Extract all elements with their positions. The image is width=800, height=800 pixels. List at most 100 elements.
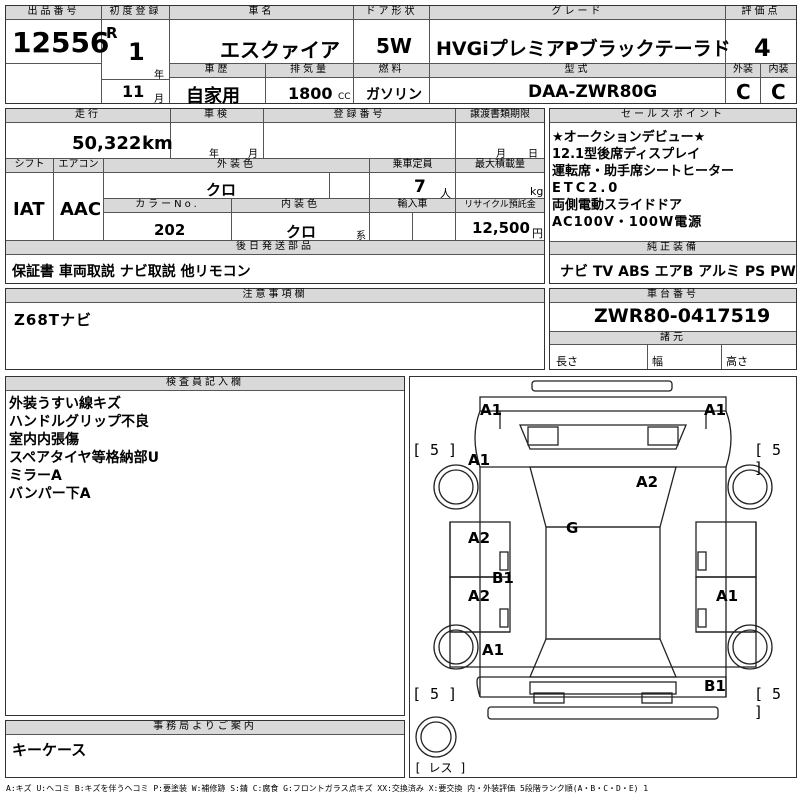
grade-header: グレード [430, 6, 726, 20]
notes-header: 注意事項欄 [6, 289, 544, 303]
yen-unit: 円 [532, 227, 543, 240]
deadline-month: 月 [496, 149, 506, 160]
history: 自家用 [186, 86, 240, 107]
tire-mark: [ 5 ] [412, 441, 458, 459]
deadline-day: 日 [528, 149, 538, 160]
tire-mark: [ 5 ] [754, 441, 782, 477]
score-header: 評価点 [726, 6, 796, 20]
lot-no-header: 出品番号 [6, 6, 102, 20]
color-no: 202 [154, 221, 186, 239]
damage-diagram: A1 A1 A1 A2 G A2 B1 A2 A1 A1 B1 [ 5 ] [ … [409, 376, 797, 778]
deadline-header: 譲渡書類期限 [456, 109, 544, 123]
tire-mark: [ 5 ] [754, 685, 782, 721]
inspection-header: 車検 [171, 109, 264, 123]
lot-no: 12556 [12, 26, 110, 59]
office-header: 事務局よりご案内 [6, 721, 404, 735]
selling-points-list: ★オークションデビュー★ 12.1型後席ディスプレイ 運転席・助手席シートヒータ… [552, 129, 796, 231]
door-header: ドア形状 [354, 6, 430, 20]
inspector-note: 室内内張傷 [9, 432, 79, 448]
selling-point: 運転席・助手席シートヒーター [552, 164, 735, 179]
later-items-header: 後日発送部品 [6, 241, 544, 255]
era: R [106, 24, 118, 42]
capacity: 7 [414, 177, 426, 197]
recycle-header: リサイクル預託金 [456, 199, 544, 213]
aircon-header: エアコン [54, 159, 104, 173]
damage-code: A1 [716, 587, 739, 605]
ext-color: クロ [206, 181, 237, 199]
inspector-note: バンパー下A [9, 486, 91, 502]
damage-code: A1 [482, 641, 505, 659]
exterior-header: 外装 [726, 64, 761, 78]
selling-point: 12.1型後席ディスプレイ [552, 147, 701, 162]
notes-block: 注意事項欄 Z68Tナビ [5, 288, 545, 370]
score: 4 [754, 34, 771, 62]
int-color-header: 内装色 [232, 199, 370, 213]
reg-year: 1 [128, 38, 145, 66]
tire-mark: [ 5 ] [412, 685, 458, 703]
inspector-header: 検査員記入欄 [6, 377, 404, 391]
detail-block: 走行 50,322 km 車検 年 月 登録番号 譲渡書類期限 月 日 シフト … [5, 108, 545, 284]
office-block: 事務局よりご案内 キーケース [5, 720, 405, 778]
year-unit: 年 [154, 70, 164, 81]
capacity-header: 乗車定員 [370, 159, 456, 173]
displacement-header: 排気量 [266, 64, 354, 78]
inspector-note: ハンドルグリップ不良 [9, 414, 149, 430]
color-no-header: カラーNo. [104, 199, 232, 213]
specs-header: 諸元 [550, 331, 796, 345]
selling-points-header: セールスポイント [550, 109, 796, 123]
chassis-header: 車台番号 [550, 289, 796, 303]
grade: HVGiプレミアPブラックテーラド [436, 38, 731, 60]
load-unit: kg [530, 185, 544, 198]
model-header: 型式 [430, 64, 726, 78]
legend: A:キズ U:ヘコミ B:キズを伴うヘコミ P:要塗装 W:補修跡 S:錆 C:… [6, 784, 649, 793]
exterior-grade: C [736, 80, 751, 104]
std-equip-header: 純正装備 [550, 241, 796, 255]
displacement: 1800 [288, 84, 333, 103]
reg-month: 11 [122, 82, 145, 101]
selling-point: ★オークションデビュー★ [552, 130, 706, 145]
import-header: 輸入車 [370, 199, 456, 213]
spec-width: 幅 [652, 355, 663, 368]
damage-code: A2 [468, 529, 491, 547]
selling-point: AC100V・100W電源 [552, 215, 703, 230]
damage-code: A2 [468, 587, 491, 605]
car-name: エスクァイア [220, 38, 340, 62]
inspector-note: スペアタイヤ等格納部U [9, 450, 159, 466]
cc-unit: CC [338, 92, 351, 102]
damage-code: G [566, 519, 579, 537]
km-unit: km [142, 133, 173, 154]
damage-code: A2 [636, 473, 659, 491]
inspector-note: ミラーA [9, 468, 62, 484]
shift-header: シフト [6, 159, 54, 173]
inspector-notes: 外装うすい線キズ ハンドルグリップ不良 室内内張傷 スペアタイヤ等格納部U ミラ… [9, 395, 159, 503]
insp-year: 年 [209, 149, 219, 160]
damage-code: B1 [492, 569, 514, 587]
car-name-header: 車名 [170, 6, 354, 20]
max-load-header: 最大積載量 [456, 159, 544, 173]
inspector-block: 検査員記入欄 外装うすい線キズ ハンドルグリップ不良 室内内張傷 スペアタイヤ等… [5, 376, 405, 716]
shift: IAT [13, 199, 45, 220]
fuel-header: 燃料 [354, 64, 430, 78]
interior-grade: C [771, 80, 786, 104]
car-outline [415, 380, 773, 758]
later-items: 保証書 車両取説 ナビ取説 他リモコン [12, 264, 251, 280]
sales-block: セールスポイント ★オークションデビュー★ 12.1型後席ディスプレイ 運転席・… [549, 108, 797, 284]
recycle: 12,500 [472, 219, 530, 237]
std-equip: ナビ TV ABS エアB アルミ PS PW [560, 264, 796, 280]
interior-header: 内装 [761, 64, 796, 78]
damage-code: B1 [704, 677, 726, 695]
ext-color-header: 外装色 [104, 159, 370, 173]
spec-length: 長さ [556, 355, 578, 368]
mileage: 50,322 [72, 133, 142, 154]
damage-code: A1 [480, 401, 503, 419]
spec-height: 高さ [726, 355, 748, 368]
reg-no-header: 登録番号 [264, 109, 456, 123]
selling-point: ETC2.0 [552, 181, 621, 196]
notes: Z68Tナビ [14, 311, 92, 329]
header-block: 出品番号 12556 初度登録 R 1 年 11 月 車名 エスクァイア ドア形… [5, 5, 797, 107]
mileage-header: 走行 [6, 109, 171, 123]
selling-point: 両側電動スライドドア [552, 198, 683, 213]
int-color-suffix: 系 [356, 231, 366, 242]
capacity-unit: 人 [440, 187, 451, 200]
damage-code: A1 [468, 451, 491, 469]
